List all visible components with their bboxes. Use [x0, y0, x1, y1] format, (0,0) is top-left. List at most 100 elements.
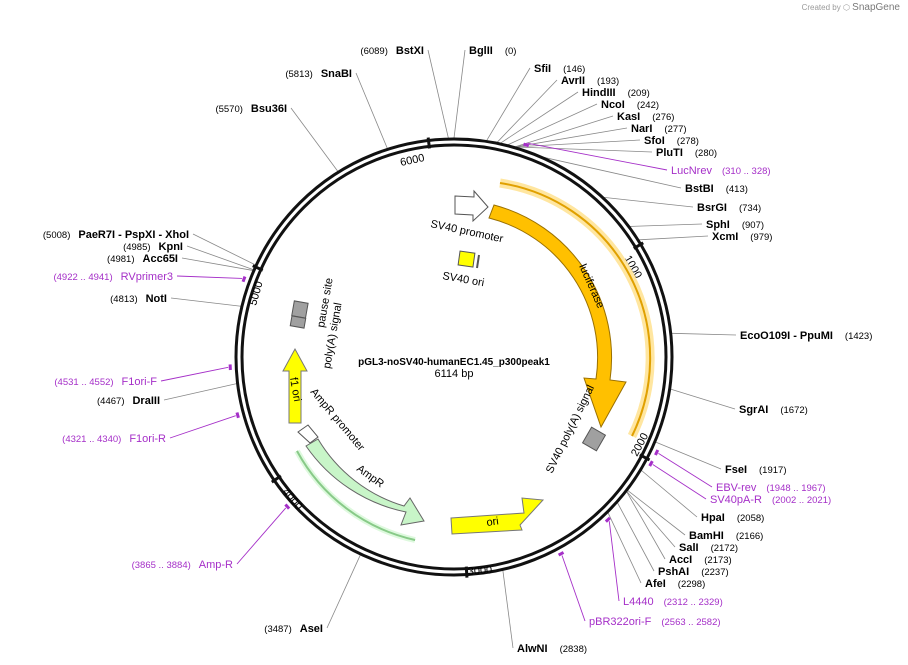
sv40-ori-box	[457, 250, 476, 268]
enzyme-site-avrii[interactable]: AvrII (193)	[561, 75, 619, 87]
primer-position: (3865 .. 3884)	[132, 560, 191, 571]
enzyme-name: KpnI	[159, 241, 183, 253]
leader-xcmi	[638, 235, 709, 241]
enzyme-site-bstxi[interactable]: BstXI(6089)	[360, 45, 424, 57]
leader-ncoi	[507, 103, 598, 146]
ampr-arrow	[305, 438, 425, 526]
primer-mark-amp-r	[284, 503, 291, 510]
enzyme-site-kpni[interactable]: KpnI(4985)	[123, 241, 183, 253]
sv40-ori-mark	[476, 254, 480, 269]
enzyme-position: (907)	[742, 220, 764, 231]
enzyme-site-ncoi[interactable]: NcoI(242)	[601, 99, 659, 111]
enzyme-site-xcmi[interactable]: XcmI(979)	[712, 231, 772, 243]
enzyme-site-acc65i[interactable]: Acc65I(4981)	[107, 253, 178, 265]
enzyme-site-acci[interactable]: AccI(2173)	[669, 554, 732, 566]
enzyme-name: AvrII	[561, 75, 585, 87]
enzyme-site-bsrgi[interactable]: BsrGI(734)	[697, 202, 761, 214]
enzyme-site-alwni[interactable]: AlwNI(2838)	[517, 643, 587, 655]
enzyme-position: (2166)	[736, 531, 763, 542]
plasmid-name: pGL3-noSV40-humanEC1.45_p300peak1	[358, 357, 550, 368]
leader-bsu36i	[290, 107, 339, 172]
enzyme-site-asei[interactable]: AseI(3487)	[264, 623, 323, 635]
leader-acci	[626, 491, 666, 560]
enzyme-position: (5813)	[285, 69, 312, 80]
enzyme-site-hindiii[interactable]: HindIII(209)	[582, 87, 650, 99]
enzyme-site-bsu36i[interactable]: Bsu36I(5570)	[215, 103, 287, 115]
primer-mark-rvprimer3	[241, 276, 247, 283]
primer-site-f1ori-f[interactable]: F1ori-F(4531 .. 4552)	[54, 376, 157, 388]
leader-ecoo109i-ppumi	[671, 332, 737, 336]
ori-arrow	[450, 497, 545, 535]
enzyme-site-afei[interactable]: AfeI(2298)	[645, 578, 705, 590]
enzyme-site-snabi[interactable]: SnaBI(5813)	[285, 68, 352, 80]
enzyme-site-hpai[interactable]: HpaI(2058)	[701, 512, 764, 524]
leader-sfoi	[515, 139, 641, 148]
primer-site-amp-r[interactable]: Amp-R (3865 .. 3884)	[132, 559, 233, 571]
enzyme-position: (193)	[597, 76, 619, 87]
enzyme-name: SfoI	[644, 135, 665, 147]
enzyme-site-bamhi[interactable]: BamHI(2166)	[689, 530, 763, 542]
enzyme-name: Acc65I	[143, 253, 178, 265]
enzyme-name: AlwNI	[517, 643, 548, 655]
leader-hindiii	[500, 91, 579, 144]
enzyme-site-bglii[interactable]: BglII(0)	[469, 45, 516, 57]
leader-bglii	[453, 49, 466, 139]
enzyme-site-paer7i-pspxi-xhoi[interactable]: PaeR7I - PspXI - XhoI(5008)	[43, 229, 189, 241]
feature-sv40-ori[interactable]: SV40 ori	[441, 250, 485, 289]
backbone-inner-ring	[240, 143, 668, 571]
enzyme-site-pshai[interactable]: PshAI(2237)	[658, 566, 729, 578]
enzyme-site-sgrai[interactable]: SgrAI(1672)	[739, 404, 808, 416]
enzyme-site-noti[interactable]: NotI(4813)	[110, 293, 167, 305]
enzyme-position: (3487)	[264, 624, 291, 635]
leader-afei	[607, 512, 642, 584]
enzyme-site-nari[interactable]: NarI(277)	[631, 123, 687, 135]
sv40-promoter-arrow	[454, 189, 489, 223]
leader-pluti	[516, 146, 653, 153]
feature-ori[interactable]: ori	[450, 497, 545, 535]
primer-position: (2312 .. 2329)	[664, 597, 723, 608]
enzyme-site-kasi[interactable]: KasI(276)	[617, 111, 674, 123]
primer-position: (1948 .. 1967)	[766, 483, 825, 494]
enzyme-position: (413)	[726, 184, 748, 195]
primer-site-sv40pa-r[interactable]: SV40pA-R(2002 .. 2021)	[710, 494, 831, 506]
enzyme-site-draiii[interactable]: DraIII(4467)	[97, 395, 160, 407]
primer-mark-sv40pa-r	[648, 460, 654, 467]
enzyme-name: BstXI	[396, 45, 424, 57]
primer-name: F1ori-F	[122, 376, 158, 388]
primer-site-pbr322ori-f[interactable]: pBR322ori-F(2563 .. 2582)	[589, 616, 721, 628]
feature-ampr-promoter[interactable]: AmpR promoter	[297, 386, 367, 454]
primer-position: (4321 .. 4340)	[62, 434, 121, 445]
sv40-polya-box	[581, 426, 607, 452]
enzyme-name: DraIII	[132, 395, 160, 407]
feature-f1-ori[interactable]: f1 ori	[282, 347, 308, 424]
primer-site-lucnrev[interactable]: LucNrev(310 .. 328)	[671, 165, 771, 177]
enzyme-site-sali[interactable]: SalI(2172)	[679, 542, 738, 554]
snapgene-logo-icon: ⬡	[842, 3, 850, 12]
backbone-outer-ring	[234, 137, 674, 577]
primer-site-ebv-rev[interactable]: EBV-rev(1948 .. 1967)	[716, 482, 826, 494]
enzyme-position: (5008)	[43, 230, 70, 241]
enzyme-site-sfoi[interactable]: SfoI(278)	[644, 135, 699, 147]
enzyme-position: (146)	[563, 64, 585, 75]
enzyme-position: (1917)	[759, 465, 786, 476]
primer-name: Amp-R	[199, 559, 233, 571]
primer-leader-ebv-rev	[658, 452, 713, 488]
enzyme-site-pluti[interactable]: PluTI(280)	[656, 147, 717, 159]
primer-site-l4440[interactable]: L4440(2312 .. 2329)	[623, 596, 723, 608]
enzyme-name: XcmI	[712, 231, 738, 243]
enzyme-site-bstbi[interactable]: BstBI(413)	[685, 183, 748, 195]
leader-sfii	[486, 67, 531, 141]
tick-label-3000: 3000	[467, 564, 492, 578]
enzyme-site-sphi[interactable]: SphI(907)	[706, 219, 764, 231]
primer-site-rvprimer3[interactable]: RVprimer3(4922 .. 4941)	[53, 271, 173, 283]
primer-site-f1ori-r[interactable]: F1ori-R(4321 .. 4340)	[62, 433, 166, 445]
enzyme-site-fsei[interactable]: FseI(1917)	[725, 464, 786, 476]
feature-luciferase[interactable]: luciferase	[488, 178, 655, 438]
enzyme-position: (280)	[695, 148, 717, 159]
enzyme-position: (242)	[637, 100, 659, 111]
enzyme-site-sfii[interactable]: SfiI(146)	[534, 63, 585, 75]
enzyme-site-ecoo109i-ppumi[interactable]: EcoO109I - PpuMI(1423)	[740, 330, 872, 342]
enzyme-position: (4813)	[110, 294, 137, 305]
ori-label: ori	[486, 515, 500, 529]
